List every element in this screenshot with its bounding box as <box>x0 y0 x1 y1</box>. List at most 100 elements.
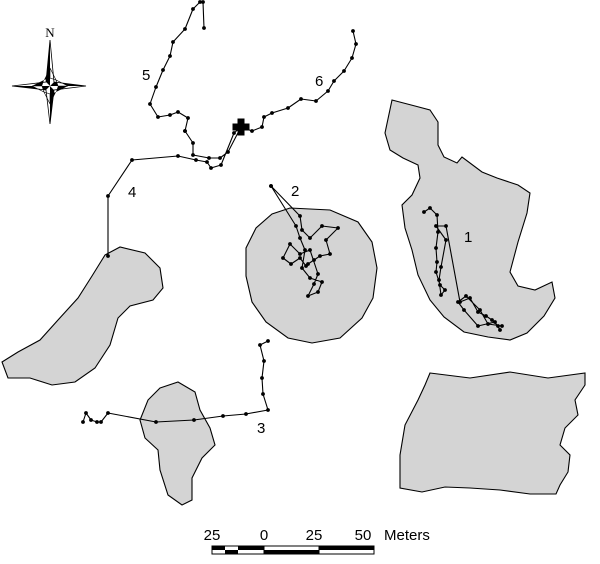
habitat-patch-left <box>1 246 164 386</box>
track-point <box>478 308 482 312</box>
track-point <box>201 0 205 4</box>
track-point <box>484 314 488 318</box>
track-point <box>260 376 264 380</box>
track-point <box>194 158 198 162</box>
track-point <box>320 280 324 284</box>
track-point <box>286 106 290 110</box>
track-point <box>156 115 160 119</box>
north-label: N <box>45 25 55 40</box>
track-point <box>314 99 318 103</box>
track-point <box>191 141 195 145</box>
track-point <box>303 248 307 252</box>
track-point <box>250 129 254 133</box>
track-point <box>476 324 480 328</box>
track-point <box>269 184 273 188</box>
track-point <box>81 420 85 424</box>
track-point <box>438 283 442 287</box>
cross-icon <box>232 118 250 136</box>
track-point <box>493 320 497 324</box>
scale-tick-label: 25 <box>306 527 323 544</box>
track-point <box>328 252 332 256</box>
track-point <box>232 131 236 135</box>
track-point <box>95 420 99 424</box>
track-label-6: 6 <box>315 73 323 90</box>
track-point <box>490 318 494 322</box>
track-point <box>154 85 158 89</box>
track-point <box>437 278 441 282</box>
track-point <box>205 160 209 164</box>
track-point <box>316 272 320 276</box>
track-point <box>298 214 302 218</box>
track-point <box>332 79 336 83</box>
track-point <box>106 194 110 198</box>
track-point <box>434 224 438 228</box>
track-point <box>226 150 230 154</box>
track-point <box>266 408 270 412</box>
track-point <box>312 258 316 262</box>
track-point <box>161 68 165 72</box>
track-point <box>262 359 266 363</box>
track-point <box>498 328 502 332</box>
track-label-5: 5 <box>142 67 150 84</box>
scale-segment <box>264 550 319 554</box>
track-label-1: 1 <box>464 229 472 246</box>
track-point <box>336 226 340 230</box>
track-point <box>183 129 187 133</box>
track-point <box>106 254 110 258</box>
track-point <box>326 89 330 93</box>
track-4 <box>107 126 242 256</box>
track-point <box>176 154 180 158</box>
track-point <box>183 27 187 31</box>
track-point <box>298 252 302 256</box>
track-point <box>289 262 293 266</box>
track-point <box>154 420 158 424</box>
scale-tick-label: 50 <box>355 527 372 544</box>
track-point <box>422 210 426 214</box>
track-point <box>308 248 312 252</box>
track-point <box>435 213 439 217</box>
track-point <box>202 26 206 30</box>
track-point <box>198 0 202 4</box>
track-points <box>81 0 504 424</box>
track-point <box>428 206 432 210</box>
habitat-patch-center <box>245 207 378 344</box>
track-point <box>288 242 292 246</box>
scale-segment <box>225 550 238 554</box>
scale-tick-label: 0 <box>260 527 268 544</box>
track-point <box>443 288 447 292</box>
track-point <box>191 7 195 11</box>
track-point <box>219 163 223 167</box>
track-point <box>221 414 225 418</box>
track-point <box>486 322 490 326</box>
track-point <box>304 264 308 268</box>
track-point <box>171 40 175 44</box>
track-point <box>176 110 180 114</box>
track-point <box>342 69 346 73</box>
track-point <box>434 270 438 274</box>
track-point <box>168 54 172 58</box>
track-label-3: 3 <box>257 420 265 437</box>
track-point <box>308 236 312 240</box>
track-point <box>456 300 460 304</box>
track-point <box>354 42 358 46</box>
track-point <box>318 254 322 258</box>
track-point <box>350 56 354 60</box>
track-point <box>270 111 274 115</box>
track-point <box>106 411 110 415</box>
track-6 <box>240 30 357 132</box>
track-point <box>244 412 248 416</box>
track-point <box>500 324 504 328</box>
track-point <box>281 256 285 260</box>
scale-segment <box>319 546 374 550</box>
track-point <box>308 276 312 280</box>
track-labels: 1 2 3 4 5 6 <box>128 67 472 437</box>
track-point <box>312 282 316 286</box>
track-point <box>218 156 222 160</box>
track-point <box>324 238 328 242</box>
habitat-patch-right <box>384 99 556 341</box>
track-point <box>262 115 266 119</box>
track-point <box>468 296 472 300</box>
track-point <box>496 324 500 328</box>
habitat-patch-lower-right <box>399 371 586 495</box>
